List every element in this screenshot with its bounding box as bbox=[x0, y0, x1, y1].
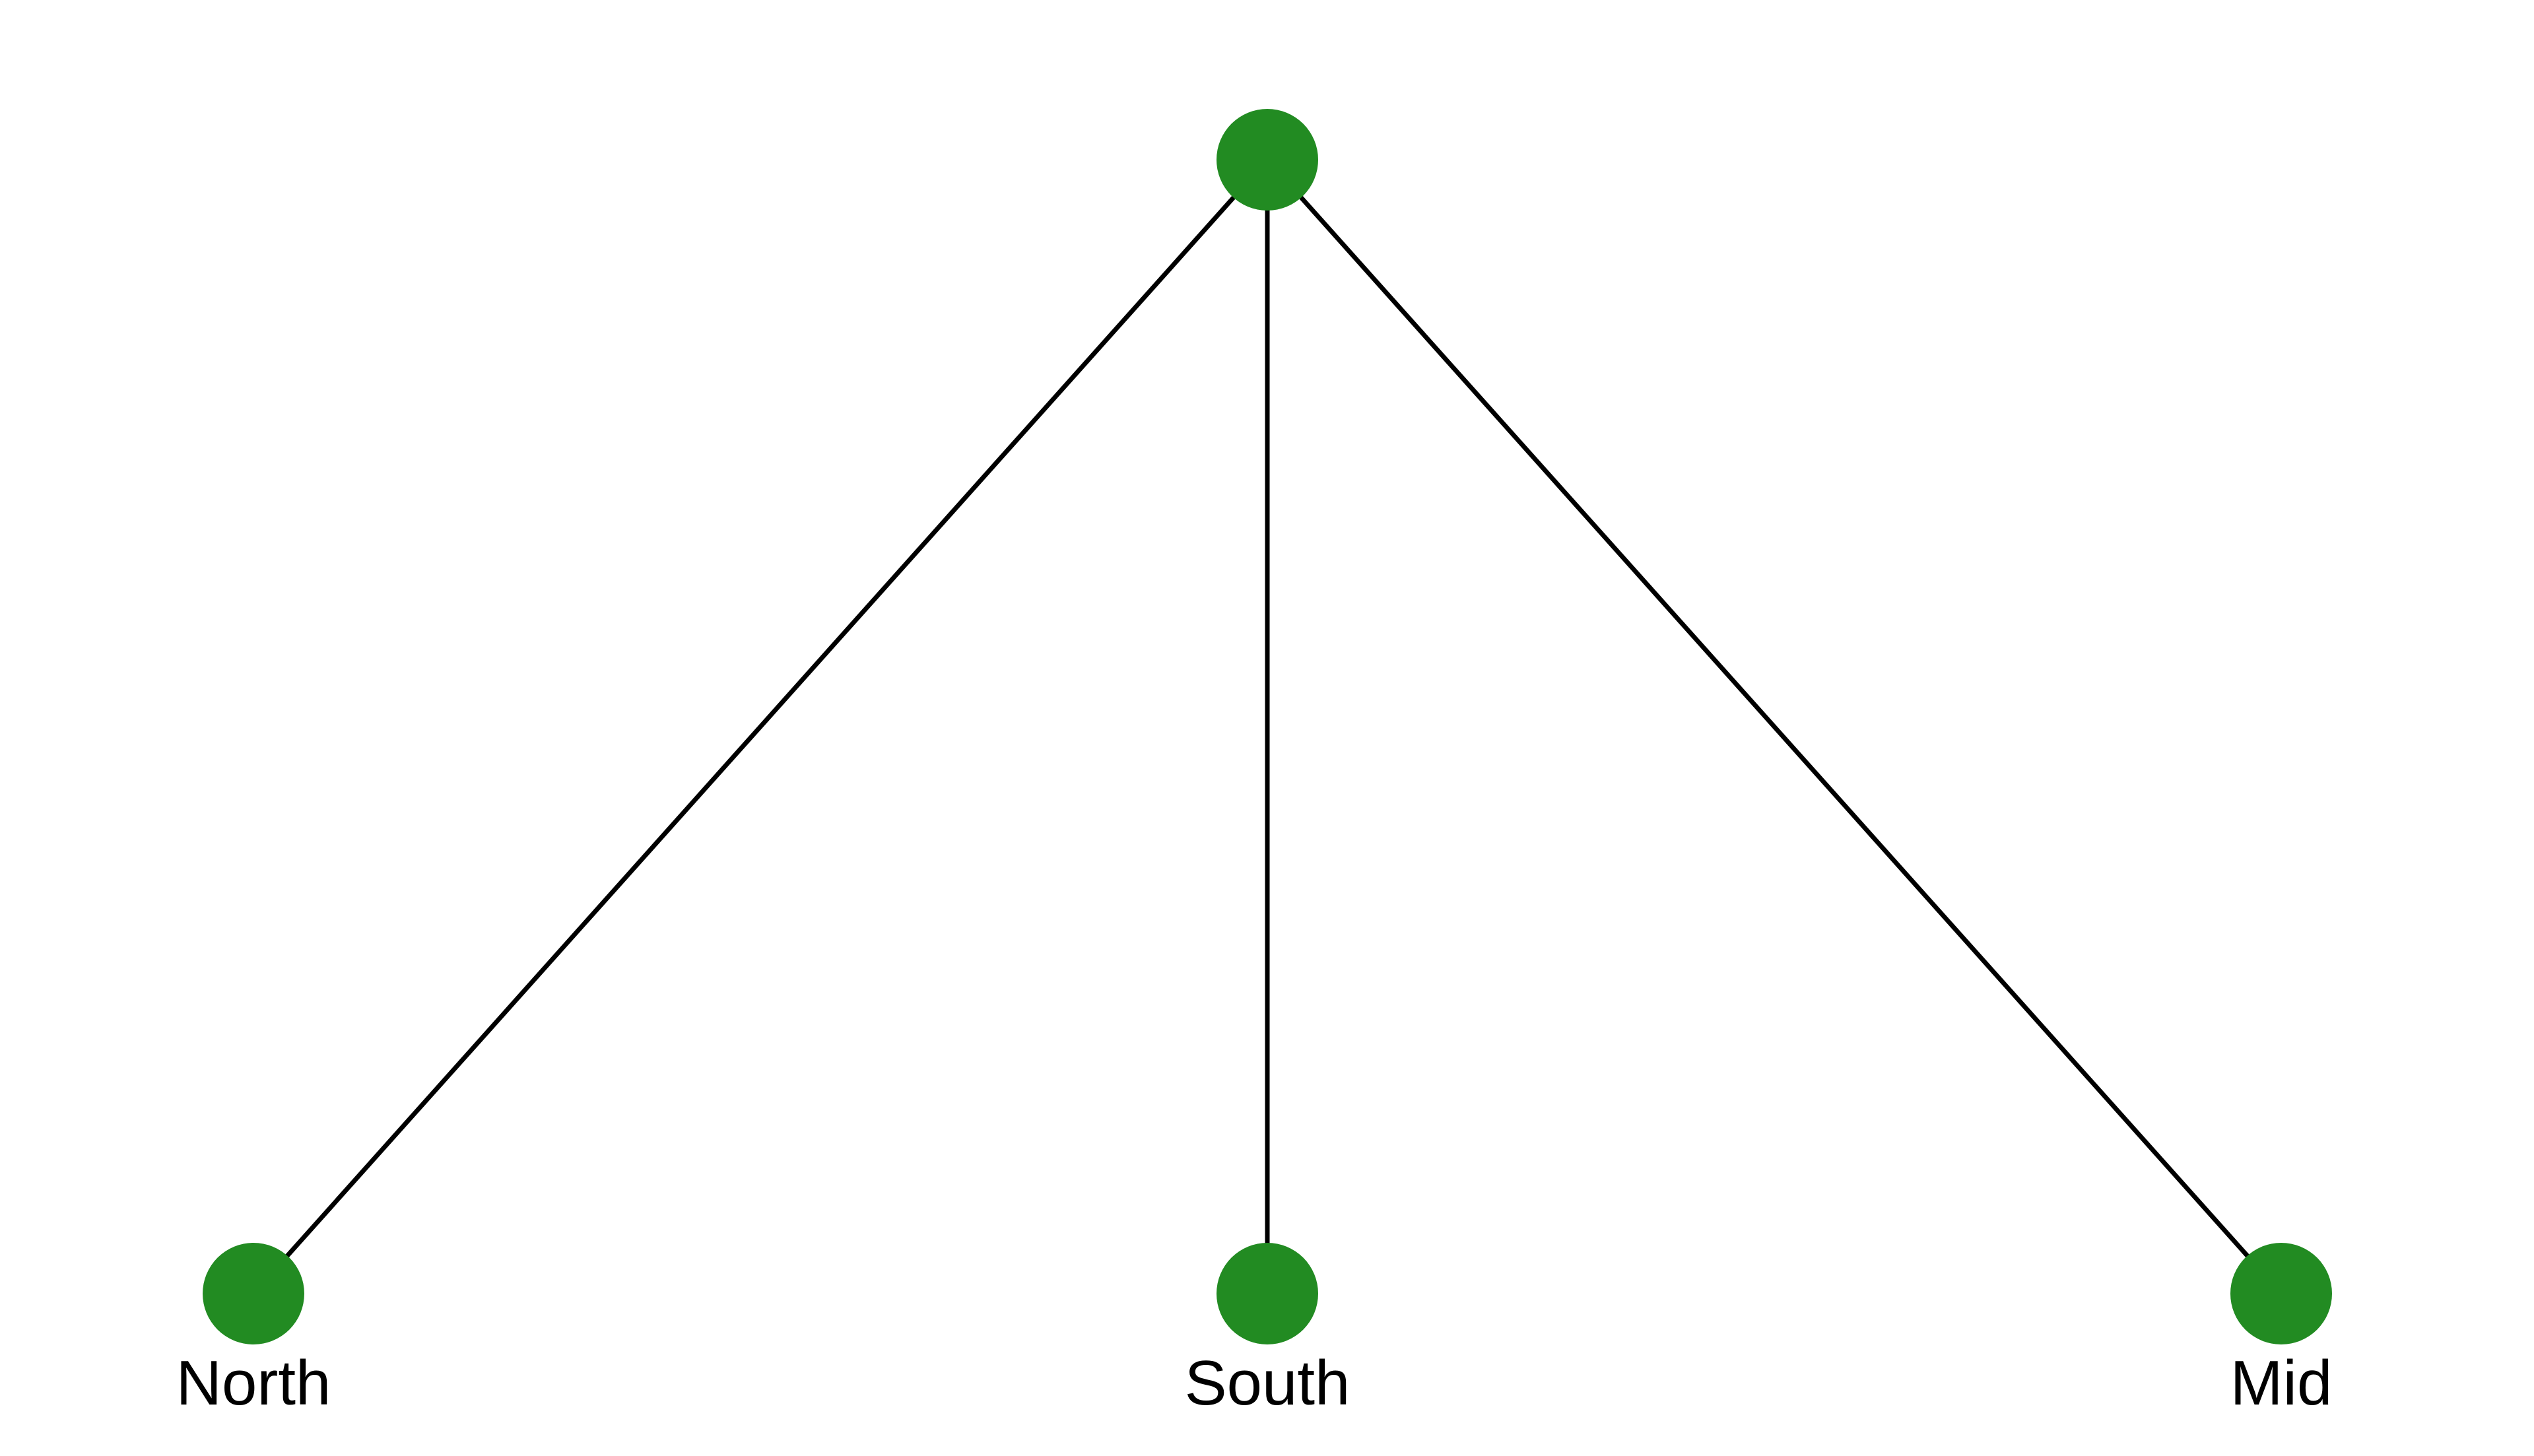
edge-root-north bbox=[251, 158, 1269, 1296]
node-south bbox=[1217, 1243, 1318, 1344]
node-label-mid: Mid bbox=[2230, 1348, 2333, 1418]
labels-layer: North South Mid bbox=[176, 1348, 2333, 1418]
nodes-layer bbox=[203, 109, 2332, 1344]
node-label-south: South bbox=[1185, 1348, 1350, 1418]
edges-layer bbox=[251, 158, 2283, 1296]
node-label-north: North bbox=[176, 1348, 331, 1418]
edge-root-mid bbox=[1265, 158, 2283, 1296]
node-root bbox=[1217, 109, 1318, 211]
node-north bbox=[203, 1243, 304, 1344]
node-mid bbox=[2230, 1243, 2332, 1344]
